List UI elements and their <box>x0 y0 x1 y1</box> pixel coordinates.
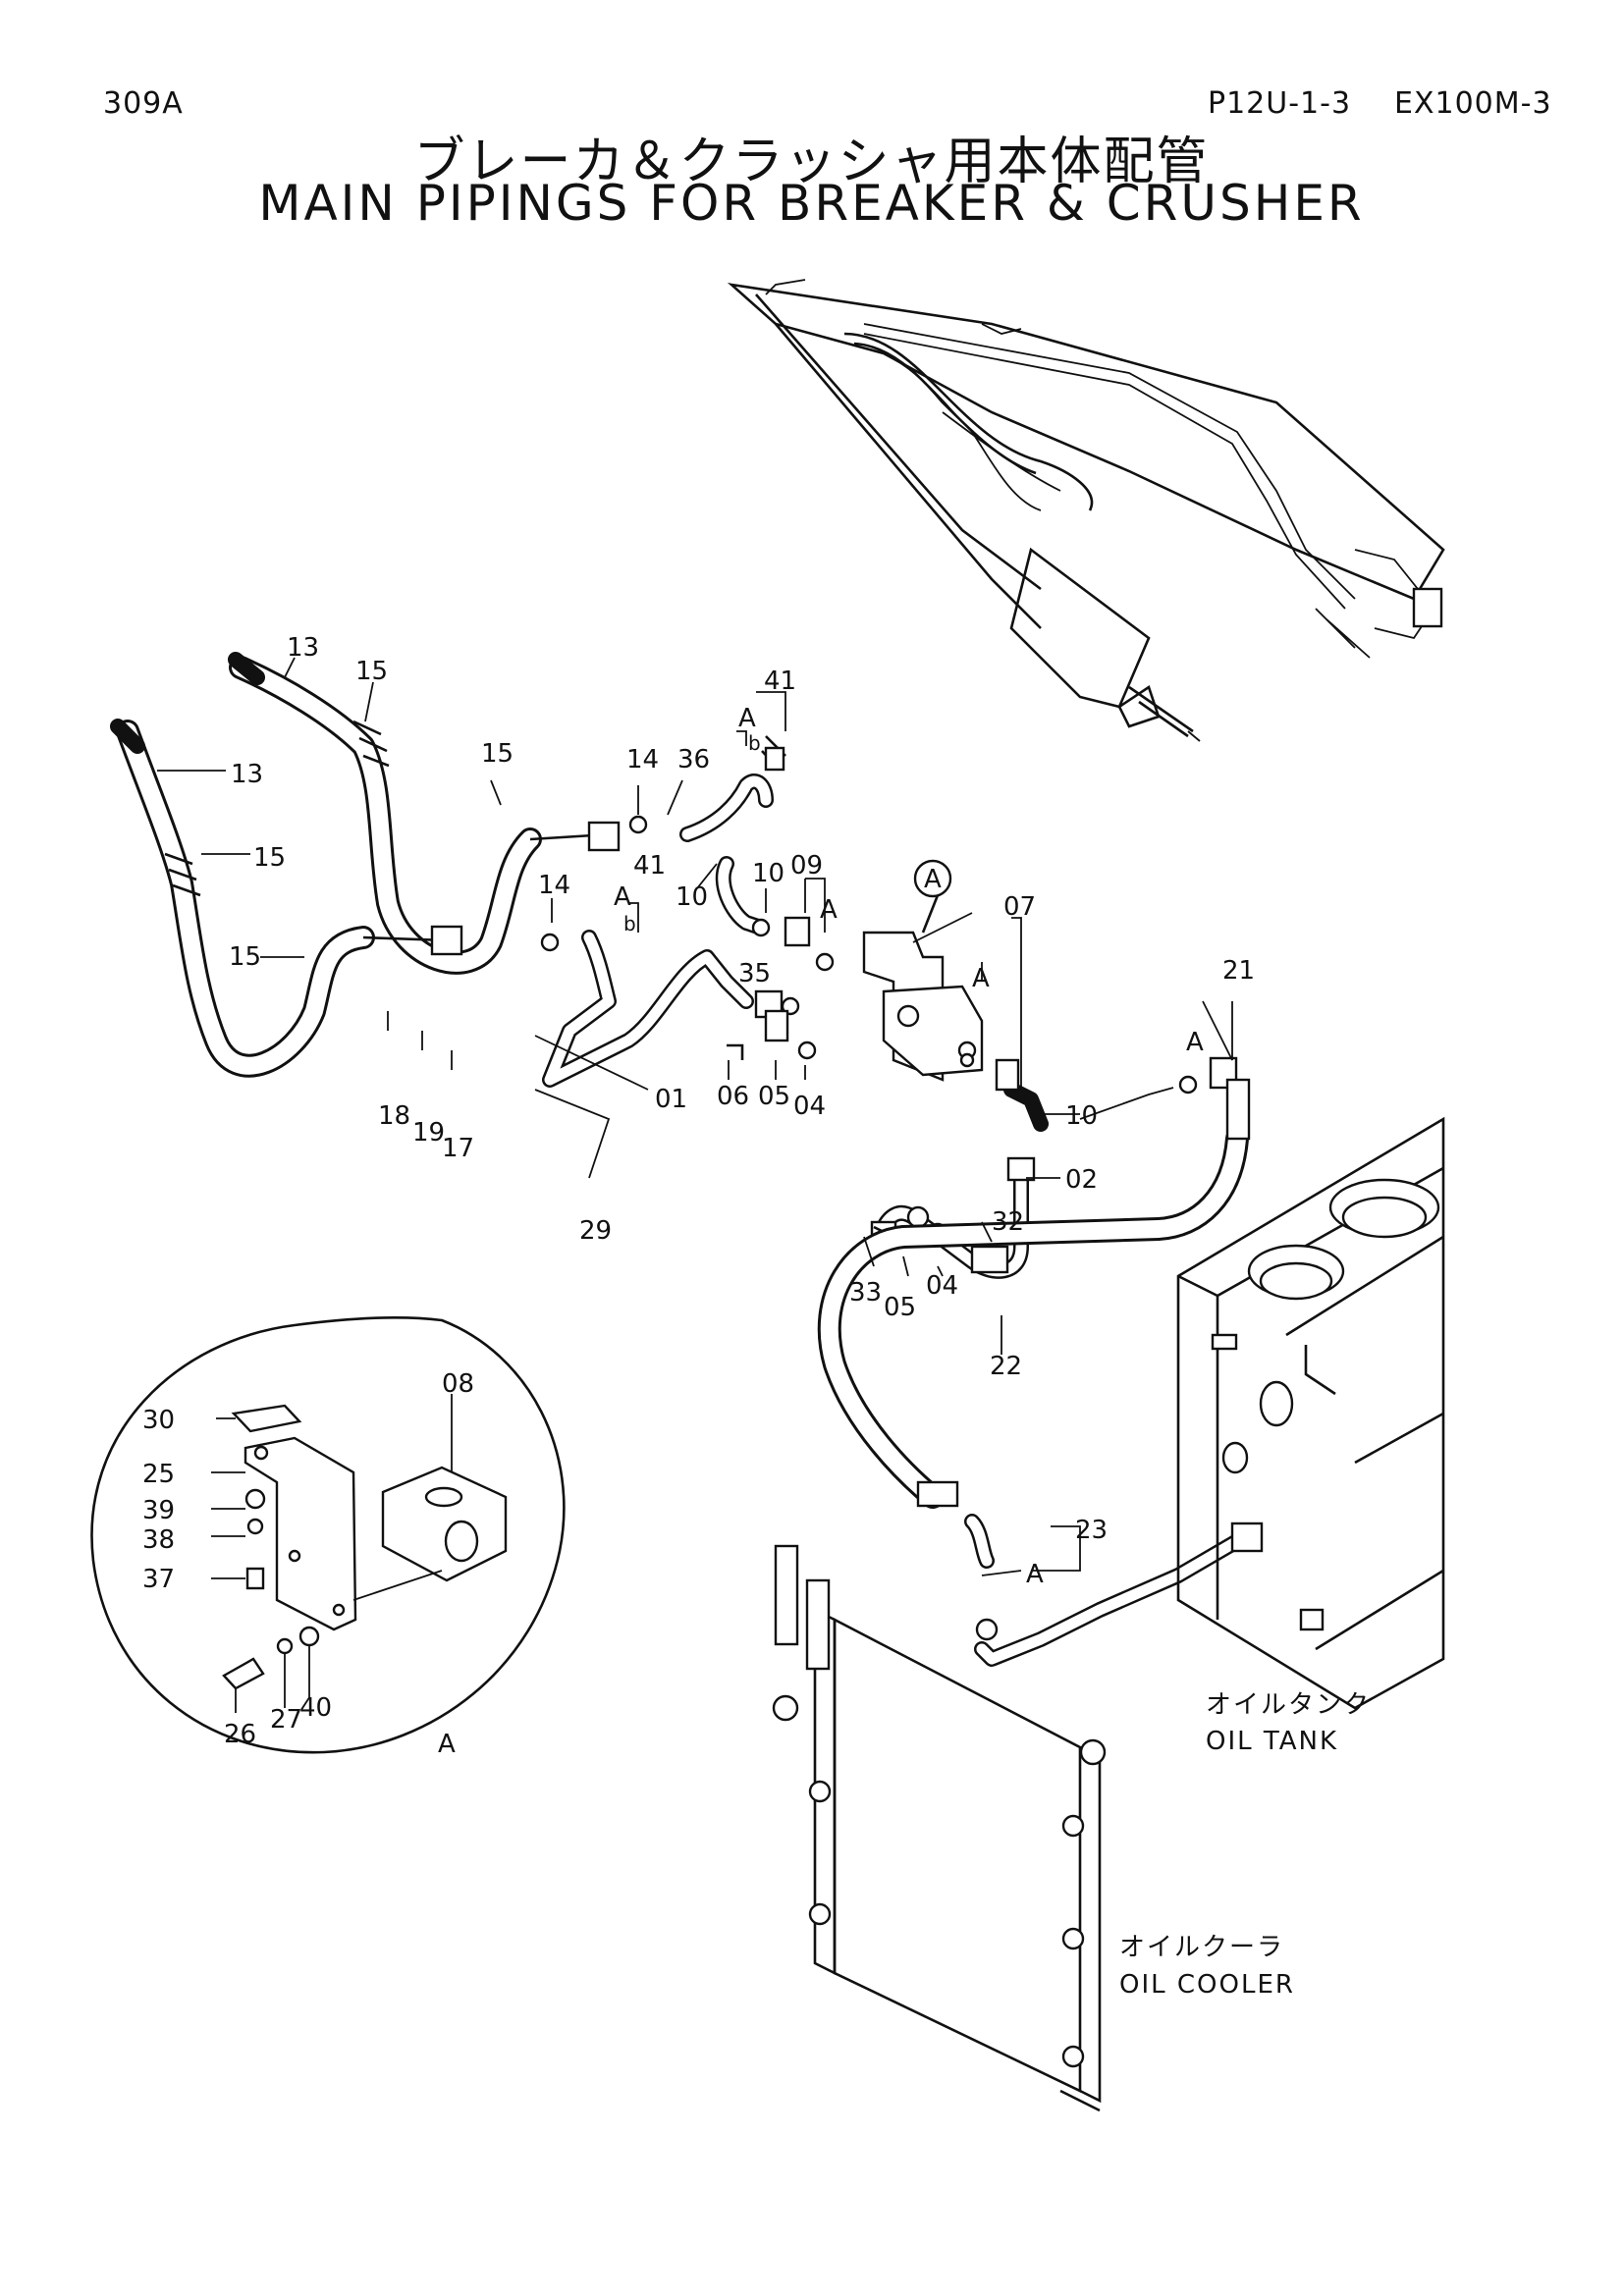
oil-cooler-caption-ja: オイルクーラ <box>1119 1933 1284 1962</box>
part-label: 37 <box>142 1565 175 1594</box>
part-label: b <box>623 912 636 935</box>
part-label: A <box>738 704 756 733</box>
part-label: 23 <box>1075 1516 1108 1545</box>
part-label: A <box>820 895 838 925</box>
part-label: A <box>614 882 631 912</box>
part-label: 10 <box>1065 1101 1098 1131</box>
document-code: P12U-1-3 <box>1208 86 1352 121</box>
part-label: 19 <box>412 1118 445 1148</box>
part-label: 41 <box>764 667 796 696</box>
part-label: 01 <box>655 1085 687 1114</box>
page-code: 309A <box>103 86 184 121</box>
oil-cooler-caption-en: OIL COOLER <box>1119 1970 1295 2000</box>
part-label: 38 <box>142 1525 175 1555</box>
part-label: 10 <box>752 859 784 888</box>
part-label: 32 <box>992 1207 1024 1237</box>
oil-tank-illustration <box>1176 1116 1445 1710</box>
part-label: 09 <box>790 851 823 881</box>
part-label: 15 <box>253 843 286 873</box>
model-code: EX100M-3 <box>1394 86 1552 121</box>
part-label: 25 <box>142 1460 175 1489</box>
part-label: 14 <box>626 745 659 774</box>
part-label: 05 <box>884 1293 916 1322</box>
part-label: 13 <box>231 760 263 789</box>
part-label: 30 <box>142 1406 175 1435</box>
part-label: 15 <box>355 657 388 686</box>
part-label: 41 <box>633 851 666 881</box>
part-label: b <box>748 731 761 755</box>
title-english: MAIN PIPINGS FOR BREAKER & CRUSHER <box>258 175 1365 232</box>
part-label: 33 <box>849 1278 882 1308</box>
part-label: 15 <box>481 739 514 769</box>
part-label: 17 <box>442 1134 474 1163</box>
part-label: 40 <box>299 1693 332 1723</box>
part-label: 36 <box>677 745 710 774</box>
part-label: 10 <box>676 882 708 912</box>
part-label: 27 <box>270 1705 302 1735</box>
part-label: 26 <box>224 1720 256 1749</box>
part-label: A <box>972 964 990 993</box>
detail-view-A <box>90 1315 566 1754</box>
part-label: 06 <box>717 1082 749 1111</box>
oil-tank-caption-ja: オイルタンク <box>1206 1690 1371 1720</box>
part-label: 02 <box>1065 1165 1098 1195</box>
part-label: 15 <box>229 942 261 972</box>
component-captions: オイルタンク OIL TANK オイルクーラ OIL COOLER <box>1119 1690 1371 2000</box>
part-label: 39 <box>142 1496 175 1525</box>
part-label: 04 <box>793 1092 826 1121</box>
title-japanese: ブレーカ＆クラッシャ用本体配管 <box>413 133 1210 191</box>
part-label: A <box>924 865 942 894</box>
part-label: 05 <box>758 1082 790 1111</box>
part-label: 22 <box>990 1352 1022 1381</box>
part-label: 14 <box>538 871 570 900</box>
oil-cooler-illustration <box>772 1544 1107 2112</box>
part-label: A <box>438 1730 456 1759</box>
callout-circle-A <box>913 859 952 898</box>
valve-block-assembly <box>862 931 1238 1132</box>
pipe-group-lower <box>817 1078 1264 1667</box>
pipe-group-center <box>540 735 835 1088</box>
oil-tank-caption-en: OIL TANK <box>1206 1727 1338 1756</box>
part-label: 07 <box>1003 892 1036 922</box>
leader-lines <box>157 657 1233 1713</box>
part-label: 08 <box>442 1369 474 1399</box>
part-label: A <box>1186 1028 1204 1057</box>
callout-arrow-A <box>921 894 940 934</box>
part-number-labels: 13 15 13 15 15 15 14 36 41 A b 41 A b 14… <box>142 633 1255 1759</box>
part-label: 13 <box>287 633 319 663</box>
part-label: 21 <box>1222 956 1255 986</box>
boom-overview-illustration <box>727 279 1445 742</box>
part-label: A <box>1026 1560 1044 1589</box>
part-label: 29 <box>579 1216 612 1246</box>
hose-group-left <box>110 652 621 1078</box>
part-label: 04 <box>926 1271 958 1301</box>
part-label: 35 <box>738 959 771 988</box>
part-label: 18 <box>378 1101 410 1131</box>
